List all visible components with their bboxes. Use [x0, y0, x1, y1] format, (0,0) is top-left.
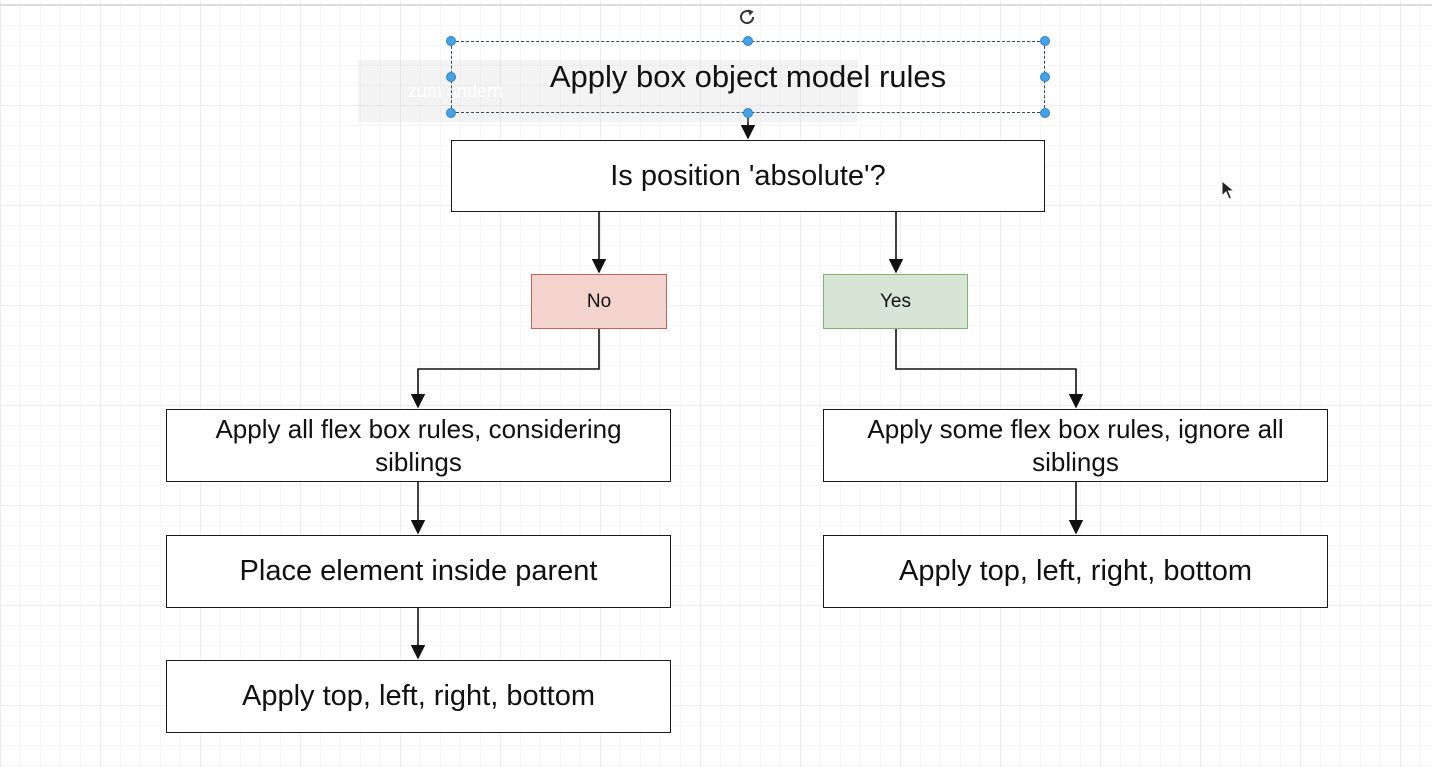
rotate-handle-icon[interactable]	[736, 6, 758, 28]
node-no-flex-label: Apply all flex box rules, considering si…	[215, 414, 622, 477]
edge-yes-to-yes-flex[interactable]	[895, 329, 1084, 409]
canvas-top-border	[0, 4, 1432, 6]
node-no-place-label: Place element inside parent	[239, 555, 598, 588]
node-no-offsets[interactable]: Apply top, left, right, bottom	[166, 660, 671, 733]
resize-handle-left[interactable]	[446, 72, 456, 82]
node-yes-offsets[interactable]: Apply top, left, right, bottom	[823, 535, 1328, 608]
node-no-place[interactable]: Place element inside parent	[166, 535, 671, 608]
node-decision[interactable]: Is position 'absolute'?	[451, 140, 1045, 212]
edit-tooltip-text: zum ändern	[408, 81, 504, 101]
node-start-selected[interactable]: Apply box object model rules	[451, 41, 1045, 113]
node-yes-flex-label: Apply some flex box rules, ignore all si…	[867, 414, 1284, 477]
node-yes-flex[interactable]: Apply some flex box rules, ignore all si…	[823, 409, 1328, 482]
resize-handle-top-right[interactable]	[1040, 36, 1050, 46]
resize-handle-top[interactable]	[743, 36, 753, 46]
resize-handle-bottom[interactable]	[743, 108, 753, 118]
node-yes[interactable]: Yes	[823, 274, 968, 329]
node-decision-label: Is position 'absolute'?	[610, 159, 886, 192]
node-start-label: Apply box object model rules	[549, 59, 947, 94]
edit-tooltip: zum ändern	[358, 60, 858, 122]
node-no-flex[interactable]: Apply all flex box rules, considering si…	[166, 409, 671, 482]
node-yes-label: Yes	[880, 290, 911, 312]
resize-handle-bottom-left[interactable]	[446, 108, 456, 118]
edge-no-to-no-flex[interactable]	[410, 329, 600, 409]
mouse-cursor-icon	[1221, 180, 1235, 200]
resize-handle-top-left[interactable]	[446, 36, 456, 46]
resize-handle-right[interactable]	[1040, 72, 1050, 82]
node-no-label: No	[586, 290, 612, 312]
node-no-offsets-label: Apply top, left, right, bottom	[241, 680, 595, 713]
node-yes-offsets-label: Apply top, left, right, bottom	[898, 555, 1252, 588]
node-no[interactable]: No	[531, 274, 667, 329]
resize-handle-bottom-right[interactable]	[1040, 108, 1050, 118]
